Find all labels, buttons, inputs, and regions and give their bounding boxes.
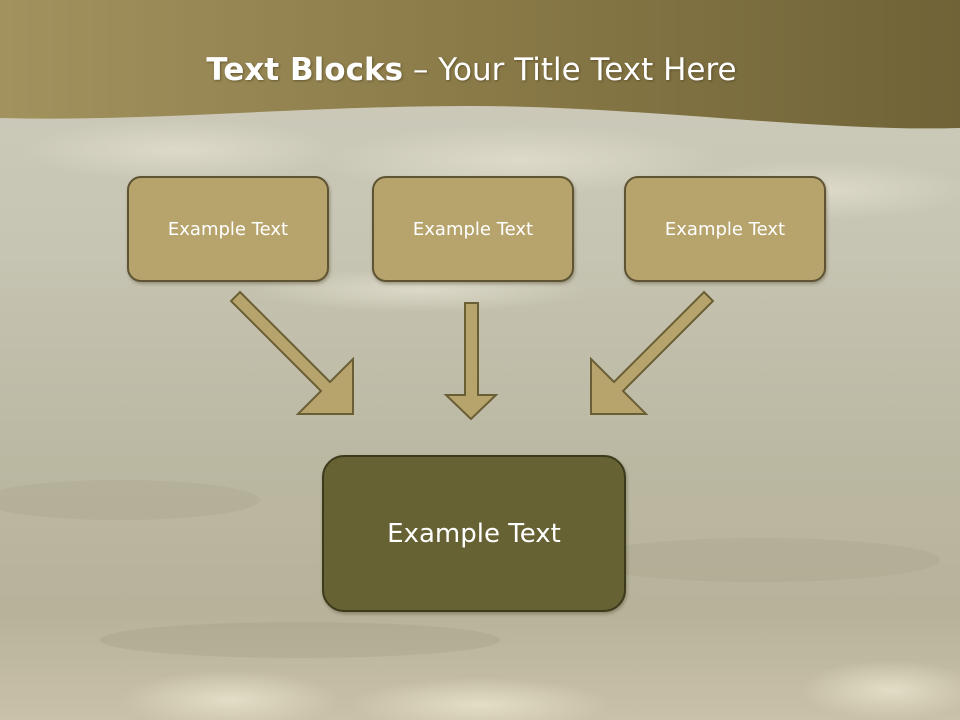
text-block-2[interactable]: Example Text: [372, 176, 574, 282]
text-block-2-label: Example Text: [412, 218, 534, 240]
text-block-3[interactable]: Example Text: [624, 176, 826, 282]
title-bold: Text Blocks: [206, 52, 404, 88]
main-text-block-label: Example Text: [387, 518, 561, 549]
main-text-block[interactable]: Example Text: [322, 455, 626, 612]
page-title: Text Blocks – Your Title Text Here: [0, 52, 943, 88]
text-block-1-label: Example Text: [167, 218, 289, 240]
text-block-3-label: Example Text: [664, 218, 786, 240]
title-dash: –: [412, 52, 429, 88]
text-block-1[interactable]: Example Text: [127, 176, 329, 282]
title-rest: Your Title Text Here: [438, 52, 737, 88]
